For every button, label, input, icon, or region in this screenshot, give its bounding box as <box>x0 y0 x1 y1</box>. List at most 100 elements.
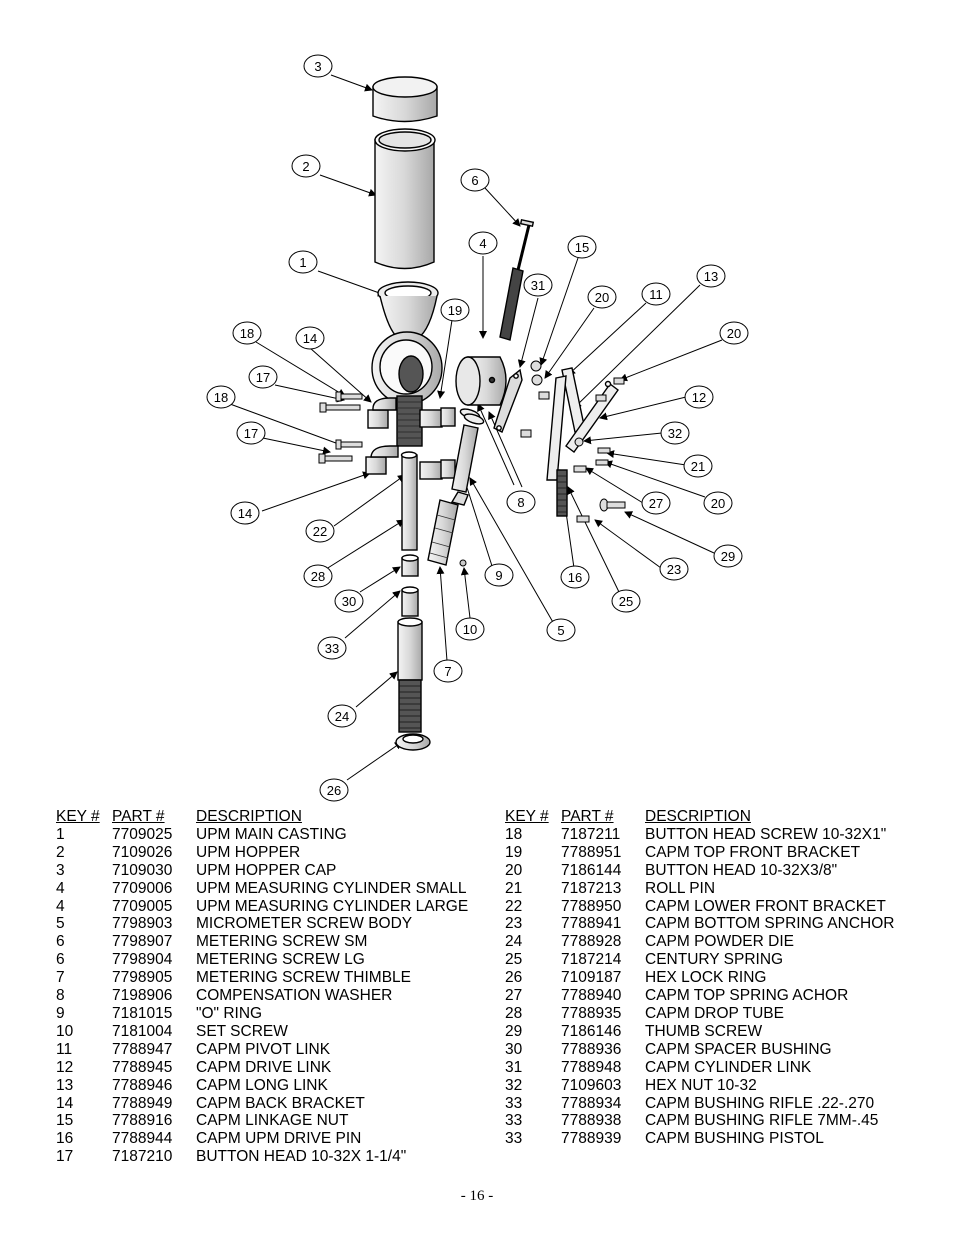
svg-text:4: 4 <box>479 236 486 251</box>
linkage-nuts <box>520 360 550 438</box>
bushing <box>401 586 419 617</box>
callout: 16 <box>560 565 590 589</box>
svg-text:21: 21 <box>691 459 705 474</box>
description-cell: CAPM POWDER DIE <box>645 933 794 951</box>
description-cell: CENTURY SPRING <box>645 951 784 969</box>
svg-text:28: 28 <box>311 569 325 584</box>
part-number-cell: 7109187 <box>561 969 622 987</box>
part-column-header: PART # <box>112 808 165 825</box>
key-cell: 26 <box>505 969 523 987</box>
callout: 27 <box>641 491 671 515</box>
description-cell: SET SCREW <box>196 1022 288 1040</box>
callout: 20 <box>587 285 617 309</box>
metering-screw <box>499 218 535 341</box>
part-number-cell: 7798905 <box>112 969 173 987</box>
description-cell: CAPM BACK BRACKET <box>196 1094 365 1112</box>
callout: 15 <box>567 235 597 259</box>
callout: 22 <box>305 519 335 543</box>
drop-tube <box>400 451 418 551</box>
svg-text:27: 27 <box>649 496 663 511</box>
svg-text:5: 5 <box>557 623 564 638</box>
key-cell: 33 <box>505 1112 523 1130</box>
description-cell: BUTTON HEAD SCREW 10-32X1" <box>645 825 887 843</box>
key-cell: 16 <box>56 1130 74 1148</box>
table-header-row: KEY # PART # DESCRIPTION <box>56 808 468 826</box>
description-cell: "O" RING <box>196 1004 263 1022</box>
key-cell: 15 <box>56 1112 74 1130</box>
exploded-parts-diagram: 3 2 6 4 15 13 31 20 11 1 19 18 14 20 17 … <box>206 54 749 802</box>
key-cell: 14 <box>56 1094 74 1112</box>
svg-text:14: 14 <box>238 506 252 521</box>
description-column-header: DESCRIPTION <box>645 808 751 825</box>
svg-text:22: 22 <box>313 524 327 539</box>
key-cell: 1 <box>56 825 65 843</box>
description-cell: METERING SCREW SM <box>196 933 368 951</box>
svg-text:15: 15 <box>575 240 589 255</box>
description-cell: CAPM LONG LINK <box>196 1076 328 1094</box>
micrometer-screw-body <box>450 424 479 506</box>
callout: 4 <box>468 231 498 255</box>
svg-text:14: 14 <box>303 331 317 346</box>
description-cell: BUTTON HEAD 10-32X3/8" <box>645 861 838 879</box>
key-cell: 29 <box>505 1022 523 1040</box>
key-cell: 9 <box>56 1004 65 1022</box>
key-cell: 6 <box>56 933 65 951</box>
svg-text:33: 33 <box>325 641 339 656</box>
description-cell: CAPM BUSHING RIFLE 7MM-.45 <box>645 1112 879 1130</box>
svg-text:10: 10 <box>463 622 477 637</box>
key-cell: 11 <box>56 1040 73 1058</box>
svg-text:23: 23 <box>667 562 681 577</box>
compensation-washers <box>459 408 485 425</box>
description-cell: METERING SCREW THIMBLE <box>196 969 412 987</box>
description-cell: CAPM LOWER FRONT BRACKET <box>645 897 886 915</box>
key-cell: 13 <box>56 1076 74 1094</box>
description-cell: BUTTON HEAD 10-32X 1-1/4" <box>196 1148 407 1166</box>
callout: 30 <box>334 589 364 613</box>
svg-text:3: 3 <box>314 59 321 74</box>
key-cell: 31 <box>505 1058 523 1076</box>
svg-text:12: 12 <box>692 390 706 405</box>
key-cell: 12 <box>56 1058 74 1076</box>
part-number-cell: 7798904 <box>112 951 173 969</box>
leader-lines <box>229 74 723 781</box>
callout: 18 <box>232 321 262 345</box>
svg-text:9: 9 <box>495 568 502 583</box>
svg-text:17: 17 <box>244 426 258 441</box>
key-cell: 5 <box>56 915 65 933</box>
svg-text:29: 29 <box>721 549 735 564</box>
cylinder-link <box>493 368 523 433</box>
table-header-row: KEY # PART # DESCRIPTION <box>505 808 894 826</box>
description-cell: ROLL PIN <box>645 879 716 897</box>
description-cell: HEX NUT 10-32 <box>645 1076 757 1094</box>
callout: 33 <box>317 636 347 660</box>
key-cell: 4 <box>56 897 65 915</box>
svg-text:8: 8 <box>517 495 524 510</box>
description-cell: UPM HOPPER <box>196 843 301 861</box>
part-number-cell: 7788939 <box>561 1130 622 1148</box>
callout: 32 <box>660 421 690 445</box>
callout: 19 <box>440 298 470 322</box>
key-column-header: KEY # <box>505 808 549 825</box>
callout: 1 <box>288 250 318 274</box>
callout: 25 <box>611 589 641 613</box>
part-number-cell: 7788951 <box>561 843 622 861</box>
part-number-cell: 7709005 <box>112 897 173 915</box>
